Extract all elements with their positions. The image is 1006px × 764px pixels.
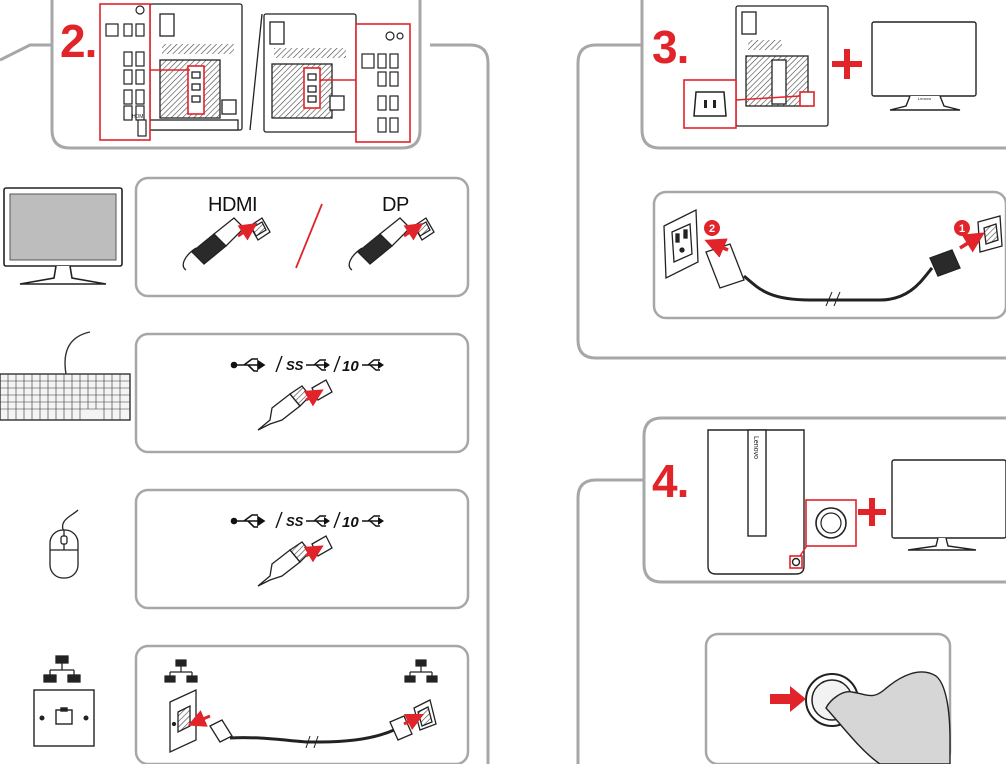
pc-power-inlet <box>978 216 1002 252</box>
step4-panel: Lenovo <box>644 418 1006 582</box>
keyboard-icon <box>0 332 130 420</box>
monitor-icon <box>4 188 122 284</box>
tower-back-power <box>736 6 828 126</box>
hdmi-port-label: HDMI <box>132 114 145 120</box>
svg-text:10: 10 <box>342 358 359 375</box>
panel-power-on <box>706 634 950 764</box>
network-wall-plate <box>34 690 94 746</box>
panel-mouse-usb: SS 10 <box>136 490 468 608</box>
svg-text:1: 1 <box>959 223 965 235</box>
tower-back-right <box>264 14 356 132</box>
step3-number: 3. <box>652 24 688 70</box>
step2-number: 2. <box>60 18 96 64</box>
svg-text:SS: SS <box>286 358 304 373</box>
mouse-icon <box>50 510 78 578</box>
step-badge-2: 2 <box>704 220 720 236</box>
dp-label: DP <box>382 195 409 215</box>
panel-video <box>136 178 468 296</box>
panel-network <box>136 646 468 764</box>
svg-text:2: 2 <box>709 223 715 235</box>
monitor-icon-step3: Lenovo <box>872 22 976 110</box>
step3-panel: Lenovo <box>642 0 1006 148</box>
tower-front: Lenovo <box>708 430 804 574</box>
panel-power-cable: 2 1 <box>654 192 1006 318</box>
step2-panel: HDMI <box>52 0 420 148</box>
network-icon <box>44 656 80 682</box>
panel-keyboard-usb: SS 10 <box>136 334 468 452</box>
svg-text:SS: SS <box>286 514 304 529</box>
hdmi-label: HDMI <box>208 195 257 215</box>
svg-text:Lenovo: Lenovo <box>918 96 932 101</box>
tower-back-left <box>148 4 242 130</box>
plus-icon <box>832 49 862 79</box>
svg-text:10: 10 <box>342 514 359 531</box>
svg-text:Lenovo: Lenovo <box>752 436 759 459</box>
right-column-guide-bottom <box>578 480 648 764</box>
monitor-icon-step4 <box>892 460 1006 550</box>
step-badge-1: 1 <box>954 220 970 236</box>
step4-number: 4. <box>652 458 688 504</box>
